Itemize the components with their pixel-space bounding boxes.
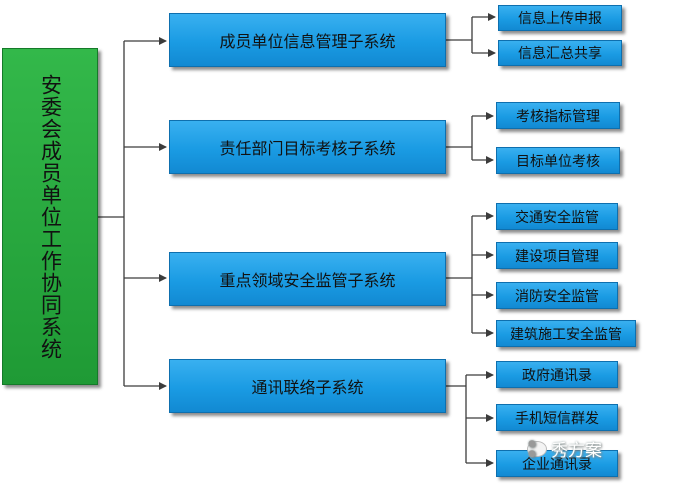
subsystem-safety-supervision: 重点领域安全监管子系统 [169,252,446,306]
leaf-info-share: 信息汇总共享 [498,40,622,66]
leaf-government-directory: 政府通讯录 [496,361,618,388]
leaf-building-construction-safety: 建筑施工安全监管 [496,320,636,347]
leaf-construction-project: 建设项目管理 [496,242,618,269]
subsystem-target-assessment: 责任部门目标考核子系统 [169,120,446,174]
leaf-fire-safety: 消防安全监管 [496,282,618,309]
leaf-info-upload: 信息上传申报 [498,5,622,31]
subsystem-member-info: 成员单位信息管理子系统 [169,13,446,67]
root-node: 安委会成员单位工作协同系统 [2,48,98,385]
watermark-text: 秀方案 [551,441,602,461]
leaf-traffic-safety: 交通安全监管 [496,203,618,230]
subsystem-communication: 通讯联络子系统 [169,359,446,413]
root-label: 安委会成员单位工作协同系统 [38,73,63,360]
leaf-indicator-management: 考核指标管理 [496,102,620,129]
wechat-icon: ● ● [527,439,547,459]
leaf-unit-assessment: 目标单位考核 [496,147,620,174]
leaf-enterprise-directory: 企业通讯录 [496,450,618,477]
watermark: ● ● 秀方案 [527,436,602,461]
leaf-sms-broadcast: 手机短信群发 [496,404,618,431]
